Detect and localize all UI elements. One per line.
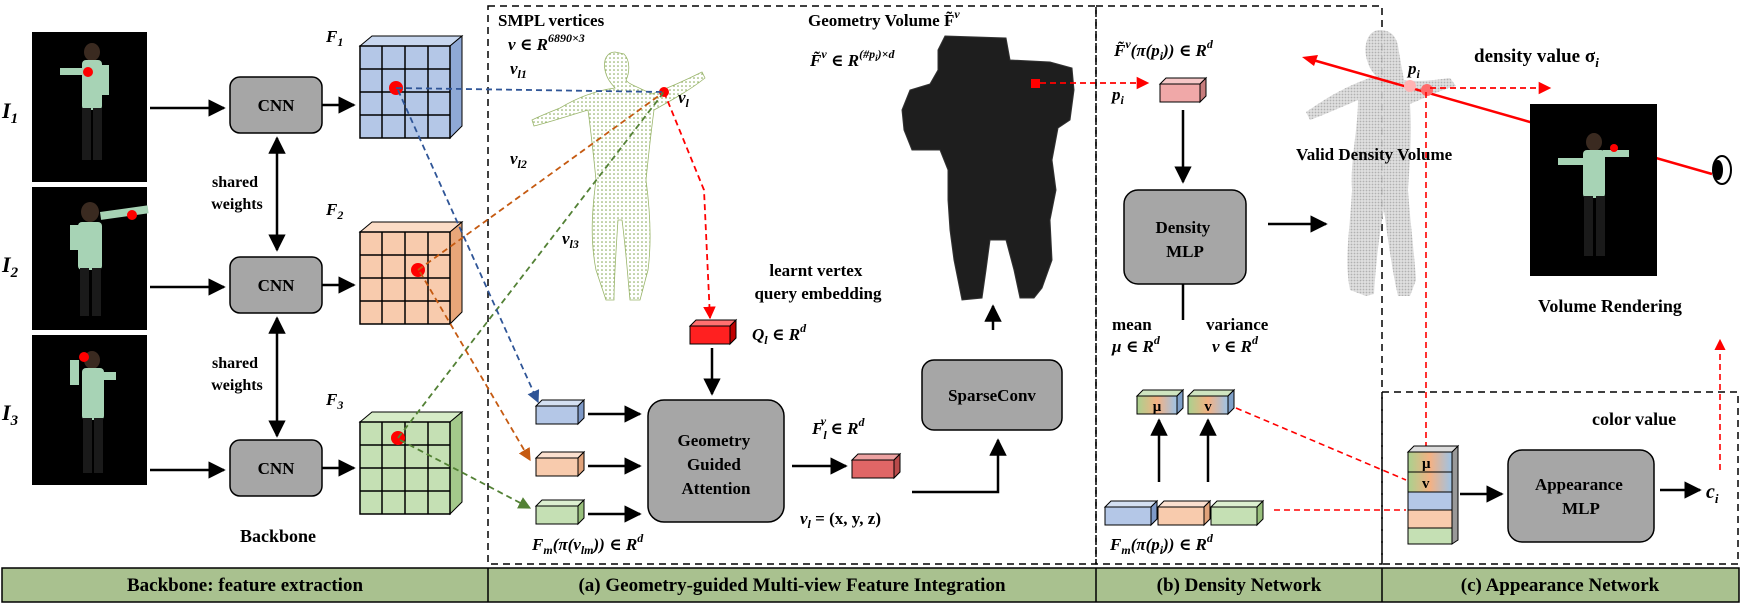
rendered-image [1530, 104, 1657, 276]
camera-eye-icon [1712, 155, 1732, 185]
appearance-output-label: ci [1706, 481, 1719, 506]
appearance-mlp-box: Appearance MLP [1507, 449, 1655, 543]
section-label-backbone: Backbone: feature extraction [127, 575, 363, 596]
shared-weights-label-1: shared weights [211, 174, 263, 213]
feature-label-1: F1 [325, 27, 343, 49]
sample-arrow-2 [419, 271, 531, 462]
proj-label-2: vl2 [510, 149, 527, 171]
person-figure-2 [70, 202, 149, 316]
sample-arrow-1 [397, 89, 540, 404]
query-formula: Ql ∈ Rd [752, 321, 807, 347]
density-point-label: pi [1110, 85, 1125, 107]
backbone-title: Backbone [240, 526, 316, 546]
ray-sample-point-b [1421, 84, 1433, 96]
section-label-appearance: (c) Appearance Network [1461, 575, 1660, 596]
geometry-guided-attention-box: Geometry Guided Attention [647, 399, 785, 523]
vertex-feature-output [850, 452, 902, 480]
ray-arrowhead [1302, 55, 1318, 66]
input-image-3 [32, 335, 147, 485]
svg-text:Density MLP: Density MLP [1155, 218, 1214, 261]
variance-label: variance v ∈ Rd [1206, 315, 1273, 356]
color-value-label: color value [1592, 409, 1676, 429]
section-bar: Backbone: feature extraction (a) Geometr… [1, 567, 1740, 603]
shared-weights-label-2: shared weights [211, 355, 263, 394]
input-image-1 [32, 32, 147, 182]
ray-point-label: pi [1406, 59, 1421, 81]
query-arrow [663, 91, 716, 320]
density-frame [1095, 5, 1383, 565]
mu-v-to-appearance [1235, 407, 1407, 481]
projection-line-2 [417, 91, 665, 271]
density-input-features [1103, 499, 1265, 527]
feature-label-3: F3 [325, 390, 343, 412]
image-label-3: I3 [1, 400, 19, 429]
projection-line-1 [395, 87, 665, 93]
sample-arrow-3 [399, 439, 532, 509]
svg-text:Geometry Guided At: Geometry Guided Attention [678, 431, 755, 498]
svg-text:Appearance MLP: Appearance MLP [1535, 475, 1627, 518]
density-fm-formula: Fm(π(pi)) ∈ Rd [1109, 531, 1214, 557]
density-sampled-feature [1158, 76, 1208, 104]
vertex-coordinate-formula: vl = (x, y, z) [800, 509, 881, 531]
valid-density-volume [1306, 30, 1456, 296]
appearance-feature-stack: μ v [1406, 444, 1460, 545]
input-image-2 [32, 187, 149, 330]
mean-label: mean μ ∈ Rd [1111, 315, 1161, 356]
vertex-feature-formula: Flv ∈ Rd [811, 414, 865, 442]
density-mlp-box: Density MLP [1123, 189, 1247, 285]
integration-frame [487, 5, 1097, 565]
geometry-volume-formula: F̃v ∈ R(#pi)×d [809, 47, 895, 70]
geometry-volume-shape [901, 35, 1075, 301]
density-value-label: density value σi [1474, 46, 1599, 70]
svg-text:v: v [1204, 399, 1212, 415]
sampled-feature-orange [534, 450, 586, 478]
density-sample-formula: F̃v(π(pi)) ∈ Rd [1113, 37, 1214, 63]
section-label-density: (b) Density Network [1157, 575, 1322, 596]
smpl-body-mesh [531, 51, 706, 301]
projection-line-3 [397, 91, 665, 439]
sample-point-3 [79, 352, 89, 362]
smpl-formula: v ∈ R6890×3 [508, 31, 585, 54]
cnn-box-1: CNN [229, 76, 323, 134]
smpl-title: SMPL vertices [498, 11, 605, 30]
variance-vector: v [1186, 388, 1236, 416]
vertex-label: vl [678, 88, 690, 110]
sampled-feature-blue [534, 398, 586, 426]
ray-sample-point-a [1404, 80, 1416, 92]
query-embedding [688, 318, 738, 346]
valid-density-label: Valid Density Volume [1296, 145, 1453, 164]
volume-sample-marker [1031, 79, 1040, 88]
svg-text:SparseConv: SparseConv [948, 386, 1036, 405]
feature-label-2: F2 [325, 200, 343, 222]
mean-vector: μ [1135, 388, 1185, 416]
image-label-1: I1 [1, 98, 18, 127]
feature-map-2 [358, 220, 464, 326]
svg-text:CNN: CNN [258, 276, 296, 295]
sampled-feature-green [534, 498, 586, 526]
proj-label-1: vl1 [510, 59, 527, 81]
sparseconv-box: SparseConv [921, 359, 1063, 431]
geometry-volume-title: Geometry Volume F̃v [808, 7, 960, 30]
cnn-box-2: CNN [229, 256, 323, 314]
section-label-integration: (a) Geometry-guided Multi-view Feature I… [578, 575, 1005, 596]
backbone-arrows [150, 96, 356, 479]
feature-map-3 [358, 410, 464, 516]
svg-text:CNN: CNN [258, 96, 296, 115]
query-caption: learnt vertex query embedding [754, 261, 882, 303]
sample-point-2 [127, 210, 137, 220]
sample-point-1 [83, 67, 93, 77]
proj-label-3: vl3 [562, 229, 579, 251]
image-label-2: I2 [1, 252, 19, 281]
feature-map-1 [358, 34, 464, 140]
volume-rendering-label: Volume Rendering [1538, 296, 1682, 316]
svg-text:μ: μ [1422, 456, 1431, 472]
svg-text:μ: μ [1153, 399, 1162, 415]
svg-text:v: v [1422, 476, 1430, 492]
person-figure-3 [70, 351, 116, 473]
sampled-feature-formula: Fm(π(vlm)) ∈ Rd [531, 531, 644, 557]
svg-text:CNN: CNN [258, 459, 296, 478]
cnn-box-3: CNN [229, 439, 323, 497]
